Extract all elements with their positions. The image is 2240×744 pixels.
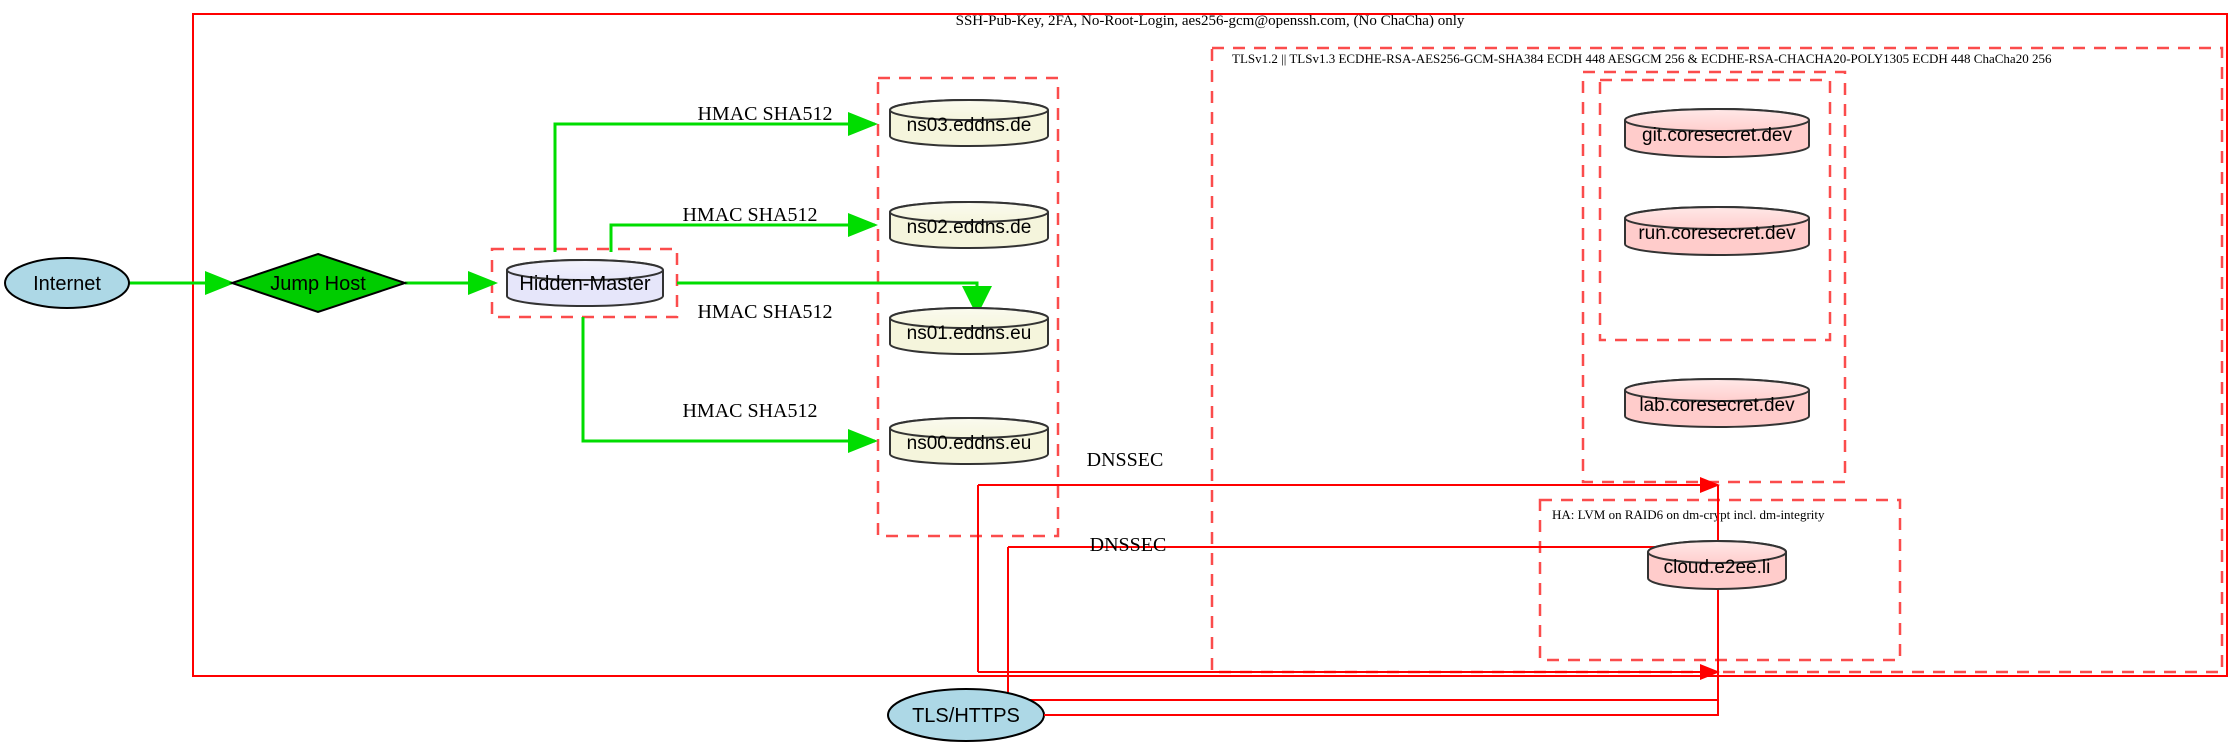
jump-host-shape	[228, 252, 409, 314]
internet-label: Internet	[33, 273, 101, 295]
edge-label-dnssec-bottom: DNSSEC	[1090, 534, 1167, 556]
ns03-label: ns03.eddns.de	[907, 115, 1032, 136]
tls-https-label: TLS/HTTPS	[912, 705, 1020, 727]
ns01-cap	[889, 307, 1049, 329]
lab-cap	[1624, 378, 1810, 402]
cluster-ha-label: HA: LVM on RAID6 on dm-crypt incl. dm-in…	[1552, 507, 1825, 522]
cluster-dns-boundary	[876, 76, 1060, 538]
cluster-ha-boundary	[1538, 498, 1902, 662]
git-cap	[1624, 108, 1810, 132]
cluster-ssh-label: SSH-Pub-Key, 2FA, No-Root-Login, aes256-…	[956, 13, 1465, 29]
ns00-cap	[889, 417, 1049, 439]
node-tls-https[interactable]: TLS/HTTPS	[887, 688, 1045, 742]
ns00-label: ns00.eddns.eu	[907, 433, 1032, 454]
cloud-label: cloud.e2ee.li	[1664, 557, 1771, 578]
edge-label-hmac-ns00: HMAC SHA512	[682, 400, 817, 422]
hidden-master-cap	[506, 259, 664, 281]
internet-shape	[4, 257, 130, 309]
ns02-cap	[889, 201, 1049, 223]
hidden-master-label: Hidden-Master	[519, 273, 651, 295]
node-jump-host[interactable]: Jump Host	[228, 252, 409, 314]
run-label: run.coresecret.dev	[1638, 223, 1796, 244]
lab-label: lab.coresecret.dev	[1639, 395, 1795, 416]
node-hidden-master[interactable]: Hidden-Master	[506, 259, 664, 307]
node-ns01[interactable]: ns01.eddns.eu	[889, 307, 1049, 355]
node-lab-coresecret[interactable]: lab.coresecret.dev	[1624, 378, 1810, 428]
cloud-cap	[1647, 540, 1787, 564]
cluster-ssh-boundary	[192, 13, 2228, 677]
ns01-label: ns01.eddns.eu	[907, 323, 1032, 344]
node-ns00[interactable]: ns00.eddns.eu	[889, 417, 1049, 465]
edge-label-hmac-ns01: HMAC SHA512	[697, 301, 832, 323]
ns03-cap	[889, 99, 1049, 121]
cluster-tls-label: TLSv1.2 || TLSv1.3 ECDHE-RSA-AES256-GCM-…	[1232, 51, 2052, 66]
node-cloud-e2ee[interactable]: cloud.e2ee.li	[1647, 540, 1787, 590]
edge-label-dnssec-top: DNSSEC	[1087, 449, 1164, 471]
node-run-coresecret[interactable]: run.coresecret.dev	[1624, 206, 1810, 256]
node-git-coresecret[interactable]: git.coresecret.dev	[1624, 108, 1810, 158]
edge-hiddenmaster-to-ns03	[553, 112, 878, 252]
edge-label-hmac-ns03: HMAC SHA512	[697, 103, 832, 125]
node-ns03[interactable]: ns03.eddns.de	[889, 99, 1049, 147]
edge-label-hmac-ns02: HMAC SHA512	[682, 204, 817, 226]
edge-hiddenmaster-to-ns02	[609, 213, 878, 252]
node-internet[interactable]: Internet	[4, 257, 130, 309]
run-cap	[1624, 206, 1810, 230]
edge-hiddenmaster-to-ns00	[581, 317, 878, 453]
cluster-coresecret-inner	[1598, 78, 1832, 342]
edge-tlshttps-to-cluster	[1044, 700, 1719, 716]
jump-host-label: Jump Host	[270, 273, 366, 295]
ns02-label: ns02.eddns.de	[907, 217, 1032, 238]
cluster-tls-boundary	[1210, 46, 2224, 674]
git-label: git.coresecret.dev	[1642, 125, 1792, 146]
node-ns02[interactable]: ns02.eddns.de	[889, 201, 1049, 249]
edge-hiddenmaster-to-ns01	[677, 281, 992, 316]
